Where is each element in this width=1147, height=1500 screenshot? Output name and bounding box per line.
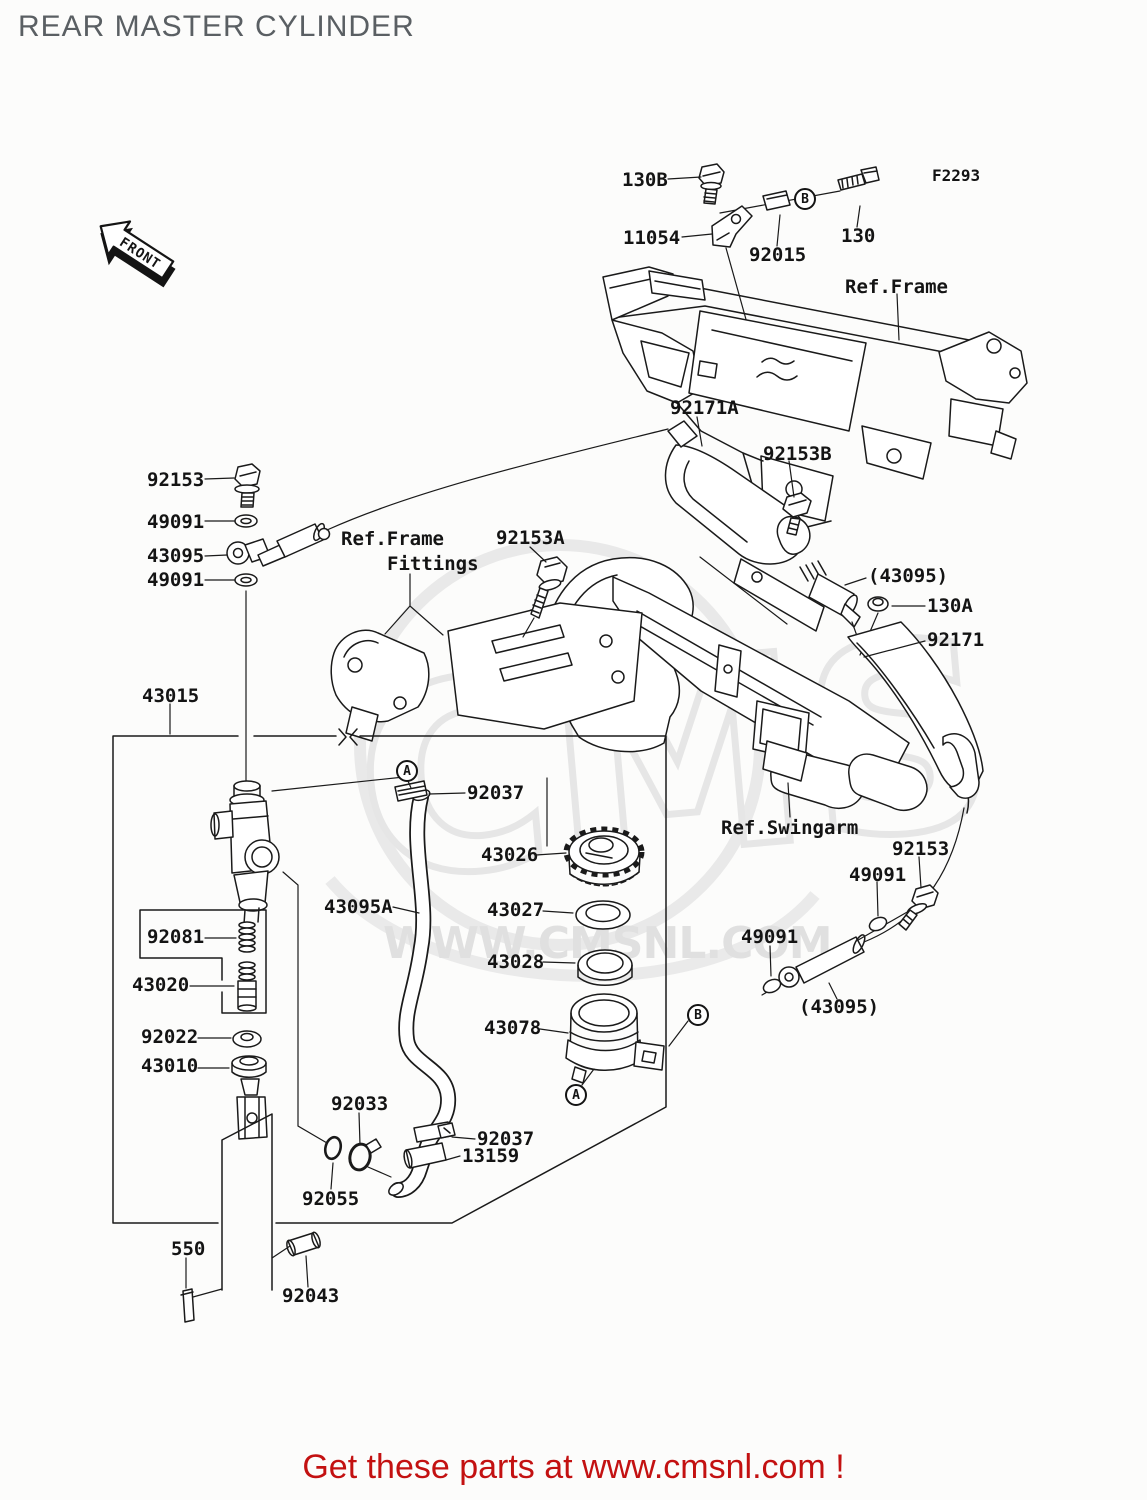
part-label-49091-left-lower: 49091 (147, 569, 205, 591)
brake-switch-mount-assembly (698, 163, 880, 349)
washer-49091-right-lower (762, 978, 782, 994)
ref-frame-art (602, 266, 1028, 532)
bolt-92153A (536, 556, 568, 586)
part-label-92153A: 92153A (496, 527, 565, 549)
washer-49091-upper (234, 514, 258, 528)
spacer-92015 (762, 190, 791, 211)
bolt-92153-right (911, 884, 939, 910)
valve-43010 (231, 1055, 267, 1071)
spring-92081 (238, 945, 256, 953)
part-label-92015: 92015 (749, 244, 807, 266)
piston-kit-art (180, 921, 321, 1323)
assembly-boxes (112, 728, 667, 1224)
ref-label-swingarm: Ref.Swingarm (721, 817, 859, 839)
part-label-43078: 43078 (484, 1017, 542, 1039)
part-label-43095-mid: (43095) (868, 565, 949, 587)
callout-letter-a-top: A (396, 760, 418, 782)
part-label-92153-right: 92153 (892, 838, 950, 860)
screw-130 (837, 173, 866, 191)
part-label-92153-left: 92153 (147, 469, 205, 491)
part-label-92037-bottom: 92037 (477, 1128, 535, 1150)
part-label-49091-left-upper: 49091 (147, 511, 205, 533)
part-label-43095A: 43095A (324, 896, 393, 918)
pin-550 (182, 1288, 195, 1323)
frame-fittings-art (330, 556, 643, 847)
ref-label-frame: Ref.Frame (845, 276, 948, 298)
washer-49091-right-upper (868, 916, 888, 932)
reservoir-stack-art (563, 826, 665, 1084)
part-label-130: 130 (841, 225, 876, 247)
part-label-92033: 92033 (331, 1093, 389, 1115)
part-label-43015: 43015 (142, 685, 200, 707)
clamp-92033 (348, 1142, 372, 1172)
part-label-92043: 92043 (282, 1285, 340, 1307)
piston-43020 (237, 980, 257, 1008)
part-label-43026: 43026 (481, 844, 539, 866)
part-label-11054: 11054 (623, 227, 681, 249)
part-label-43028: 43028 (487, 951, 545, 973)
part-label-130A: 130A (927, 595, 973, 617)
part-label-130B: 130B (622, 169, 668, 191)
page-title: REAR MASTER CYLINDER (18, 10, 415, 43)
banjo-43095-right (778, 966, 800, 988)
ref-label-frame-fittings-1: Ref.Frame (341, 528, 444, 550)
oring-92055 (323, 1135, 343, 1161)
part-label-550: 550 (171, 1238, 206, 1260)
ref-label-frame-fittings-2: Fittings (387, 553, 479, 575)
footer-banner: Get these parts at www.cmsnl.com ! (302, 1448, 845, 1486)
washer-49091-lower (234, 573, 258, 587)
diaphragm-43028 (577, 949, 633, 981)
right-hose-chain (761, 807, 965, 996)
front-arrow: FRONT (99, 220, 176, 288)
callout-letter-b-bottom: B (687, 1004, 709, 1026)
master-cylinder-art (210, 590, 405, 1144)
part-label-92081: 92081 (147, 926, 205, 948)
band-clamp (565, 1039, 643, 1071)
washer-92022 (232, 1030, 262, 1048)
part-label-49091-right-upper: 49091 (849, 864, 907, 886)
part-label-43020: 43020 (132, 974, 190, 996)
bracket-11054 (711, 205, 753, 248)
part-label-43010: 43010 (141, 1055, 199, 1077)
switch-spring (799, 560, 827, 582)
part-label-92037-top: 92037 (467, 782, 525, 804)
callout-letter-a-bottom: A (565, 1084, 587, 1106)
part-label-92171: 92171 (927, 629, 985, 651)
reservoir-hose-art (323, 780, 457, 1198)
switch-and-guard-assembly (664, 420, 984, 799)
clamp-92037-top (394, 780, 428, 802)
part-label-13159: 13159 (462, 1145, 520, 1167)
leader-lines (169, 176, 926, 1289)
part-label-92171A: 92171A (670, 397, 739, 419)
figure-code: F2293 (932, 166, 981, 185)
part-label-43095-right: (43095) (799, 996, 880, 1018)
part-label-92055: 92055 (302, 1188, 360, 1210)
part-label-92022: 92022 (141, 1026, 199, 1048)
part-label-92153B: 92153B (763, 443, 832, 465)
part-label-43027: 43027 (487, 899, 545, 921)
bolt-92153-left (234, 463, 261, 488)
bolt-92153B (782, 492, 812, 518)
part-label-49091-right-lower: 49091 (741, 926, 799, 948)
left-fastener-stack (226, 428, 669, 587)
callout-letter-b-top: B (794, 188, 816, 210)
part-label-43095-left: 43095 (147, 545, 205, 567)
